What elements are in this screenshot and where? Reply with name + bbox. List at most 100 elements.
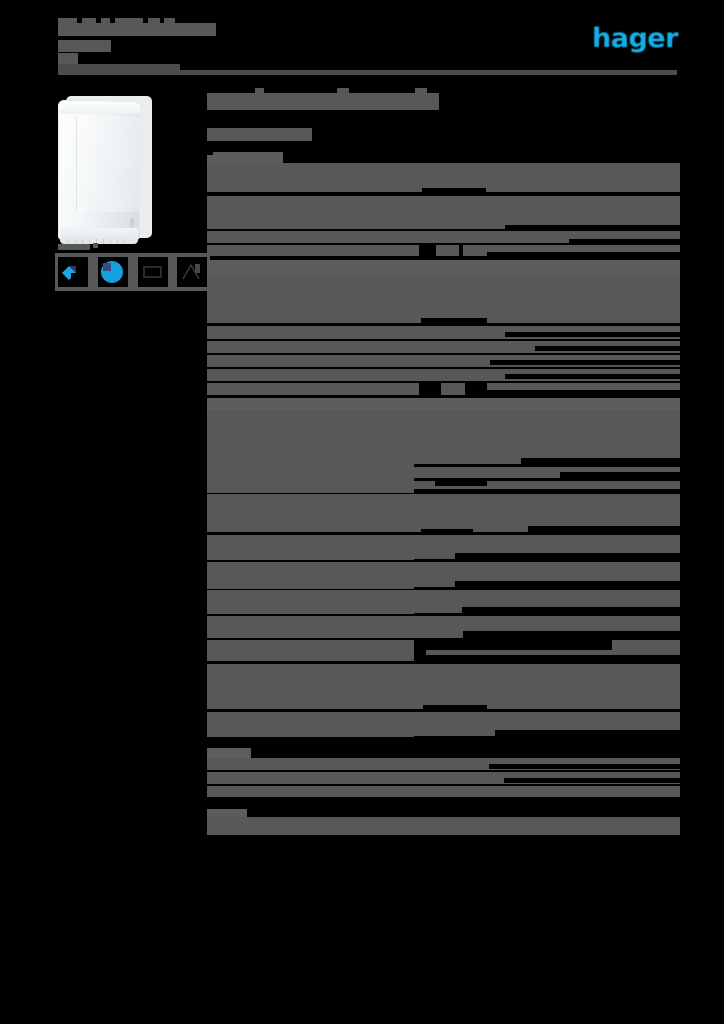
- table-row: [207, 275, 680, 323]
- row-gap: [414, 464, 724, 467]
- table-row: [207, 664, 680, 709]
- enclosure-latch: [130, 218, 134, 227]
- header-title-line-1d: [115, 18, 143, 23]
- row-gap: [414, 367, 724, 369]
- table-row: [207, 220, 680, 229]
- feature-icon-tile-2[interactable]: [98, 257, 128, 287]
- feature-icon-strip: [55, 253, 210, 291]
- header-title-line-2: [58, 23, 216, 36]
- figure-caption: [58, 244, 90, 250]
- header-rule-extension: [58, 70, 677, 75]
- row-label-gap: [422, 188, 486, 192]
- row-gap: [528, 526, 724, 532]
- figure-caption-2: [93, 243, 98, 248]
- header-title-line-1f: [164, 18, 175, 23]
- table-row: [207, 196, 680, 220]
- header-rule: [58, 64, 180, 70]
- row-gap: [505, 225, 724, 229]
- table-row: [207, 410, 680, 453]
- row-gap: [482, 390, 724, 398]
- mounting-icon: [182, 263, 200, 280]
- row-gap: [521, 458, 724, 464]
- row-gap: [569, 239, 724, 243]
- enclosure-body: [58, 100, 140, 244]
- table-row: [207, 245, 680, 256]
- row-gap: [414, 323, 724, 326]
- header-title-line-1b: [82, 18, 96, 23]
- row-gap: [414, 587, 724, 590]
- row-gap: [495, 730, 724, 736]
- table-row: [207, 809, 247, 817]
- row-gap: [414, 353, 724, 355]
- header-title-line-1: [58, 18, 77, 23]
- enclosure-top-edge: [58, 102, 140, 114]
- header-title-line-1e: [148, 18, 160, 23]
- row-label-gap: [435, 481, 487, 486]
- row-gap: [489, 764, 724, 769]
- product-image: [58, 92, 154, 244]
- row-gap: [535, 346, 724, 351]
- row-gap: [505, 374, 724, 379]
- table-row: [207, 748, 251, 758]
- row-gap: [414, 489, 724, 494]
- row-gap: [414, 339, 724, 341]
- row-gap: [455, 581, 724, 587]
- row-gap: [414, 797, 724, 809]
- hager-logo[interactable]: hager: [592, 23, 678, 54]
- row-gap: [560, 472, 724, 478]
- table-row: [207, 163, 680, 192]
- row-gap: [414, 736, 724, 748]
- row-gap: [414, 243, 724, 245]
- row-label-gap: [421, 529, 473, 533]
- row-gap: [414, 650, 426, 661]
- row-gap: [414, 532, 724, 535]
- row-gap: [414, 770, 724, 772]
- feature-icon-tile-4[interactable]: [177, 257, 207, 287]
- page-footer: hager.com/middle-east: [0, 978, 724, 1024]
- row-gap: [414, 784, 724, 786]
- page-subtitle: [207, 128, 312, 141]
- header-title-line-4: [58, 53, 78, 64]
- ip-protection-icon: [62, 266, 80, 282]
- row-label-gap: [421, 318, 487, 323]
- hager-logo-text: hager: [592, 23, 678, 54]
- row-gap: [414, 709, 724, 712]
- row-gap: [465, 383, 487, 395]
- row-gap: [504, 778, 724, 783]
- table-row: [213, 152, 283, 163]
- row-gap: [414, 655, 724, 661]
- row-gap: [463, 631, 713, 638]
- row-gap: [414, 478, 724, 481]
- row-gap: [414, 638, 724, 640]
- header-title-line-1c: [101, 18, 110, 23]
- row-gap: [459, 245, 463, 256]
- row-gap: [490, 360, 724, 365]
- table-row: [207, 817, 680, 835]
- row-gap: [505, 332, 724, 337]
- row-label-gap: [423, 705, 487, 710]
- enclosure-vents: [68, 239, 130, 244]
- row-gap: [414, 640, 612, 650]
- dimension-icon: [143, 266, 162, 278]
- table-row: [207, 231, 680, 243]
- row-gap: [414, 229, 724, 231]
- table-row: [207, 398, 680, 410]
- row-gap: [414, 192, 724, 196]
- row-gap: [414, 613, 724, 616]
- row-gap: [414, 381, 724, 383]
- row-gap: [419, 383, 441, 395]
- row-gap: [455, 553, 724, 559]
- row-gap: [487, 252, 724, 260]
- page-header: hager: [0, 0, 724, 78]
- row-gap: [414, 559, 724, 562]
- page-title-accent-1: [255, 88, 264, 94]
- table-row: [207, 786, 680, 797]
- feature-icon-tile-3[interactable]: [138, 257, 168, 287]
- page-title-accent-2: [337, 88, 349, 94]
- page-title-accent-3: [415, 88, 427, 94]
- enclosure-door: [77, 116, 139, 212]
- table-row: [207, 494, 680, 532]
- feature-icon-tile-1[interactable]: [58, 257, 88, 287]
- row-gap: [462, 607, 724, 613]
